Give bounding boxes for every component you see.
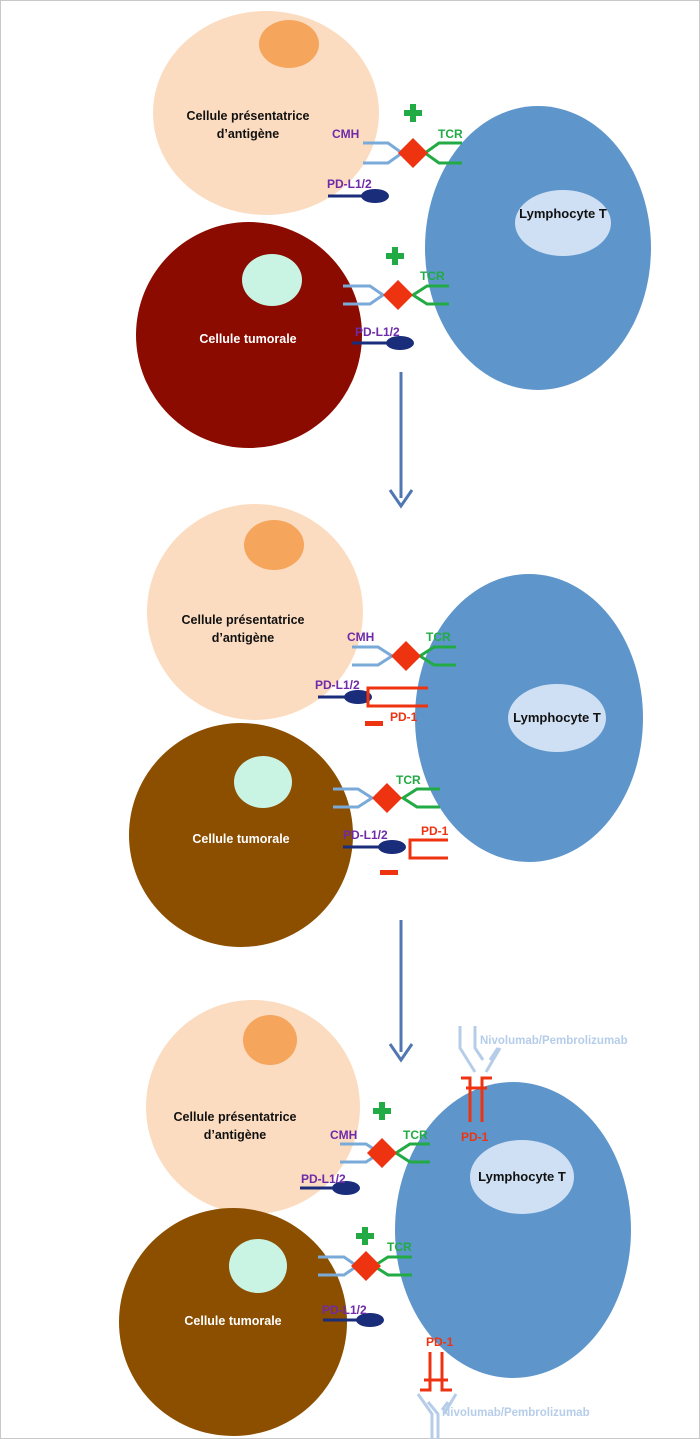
antigen-diamond — [391, 641, 421, 671]
antigen-diamond — [383, 280, 413, 310]
apc-nucleus — [244, 520, 304, 570]
t-lymphocyte-label: Lymphocyte T — [478, 1169, 566, 1184]
step-arrow-2 — [388, 920, 414, 1063]
apc-cell — [146, 1000, 360, 1214]
antibody-label: Nivolumab/Pembrolizumab — [480, 1035, 628, 1047]
tumor-label: Cellule tumorale — [199, 332, 296, 346]
synapse-tumor: TCR PD-L1/2 PD-1 — [333, 773, 449, 875]
antibody-label: Nivolumab/Pembrolizumab — [442, 1407, 590, 1419]
panel-activation: Lymphocyte T Cellule présentatrice d’ant… — [136, 11, 651, 448]
pd1-label: PD-1 — [390, 710, 418, 724]
tumor-nucleus — [242, 254, 302, 306]
pdl-label: PD-L1/2 — [322, 1303, 367, 1317]
synapse-apc: CMH TCR PD-L1/2 — [327, 104, 463, 203]
cmh-label: CMH — [347, 630, 374, 644]
plus-icon — [373, 1102, 391, 1120]
plus-icon — [404, 104, 422, 122]
tumor-cell — [119, 1208, 347, 1436]
antigen-diamond — [372, 783, 402, 813]
antibody-left-arm — [416, 1393, 440, 1439]
pd1-receptor — [420, 1364, 452, 1392]
cmh-label: CMH — [332, 127, 359, 141]
antibody-right-arm — [440, 1393, 458, 1415]
pdl-ligand-head — [356, 1313, 384, 1327]
tumor-nucleus — [234, 756, 292, 808]
synapse-apc: CMH TCR PD-L1/2 PD-1 — [315, 630, 456, 726]
antigen-diamond — [351, 1251, 381, 1281]
antibody-left-arm — [458, 1026, 485, 1073]
tumor-nucleus — [229, 1239, 287, 1293]
pd1-stalk — [468, 1098, 484, 1122]
pdl-label: PD-L1/2 — [327, 177, 372, 191]
pd1-label: PD-1 — [461, 1130, 489, 1144]
tumor-label: Cellule tumorale — [184, 1314, 281, 1328]
plus-icon — [356, 1227, 374, 1245]
apc-label-line2: d’antigène — [217, 127, 280, 141]
step-arrow-1 — [388, 372, 414, 509]
minus-icon — [380, 870, 398, 875]
apc-label-line1: Cellule présentatrice — [182, 613, 305, 627]
synapse-apc: CMH TCR PD-L1/2 — [300, 1102, 430, 1195]
tcr-receptor — [400, 787, 440, 809]
antibody-right-arm — [484, 1047, 502, 1073]
pd1-label: PD-1 — [426, 1335, 454, 1349]
pdl-label: PD-L1/2 — [315, 678, 360, 692]
panel-blockade: Lymphocyte T Cellule présentatrice d’ant… — [119, 1000, 631, 1439]
pdl-ligand-head — [378, 840, 406, 854]
minus-icon — [365, 721, 383, 726]
cmh-receptor — [352, 645, 395, 667]
synapse-tumor: TCR PD-L1/2 — [343, 247, 449, 350]
pdl-label: PD-L1/2 — [301, 1172, 346, 1186]
pd1-label: PD-1 — [421, 824, 449, 838]
tcr-label: TCR — [396, 773, 421, 787]
cmh-label: CMH — [330, 1128, 357, 1142]
tcr-label: TCR — [438, 127, 463, 141]
apc-nucleus — [243, 1015, 297, 1065]
plus-icon — [386, 247, 404, 265]
apc-label-line2: d’antigène — [204, 1128, 267, 1142]
pdl-ligand-head — [386, 336, 414, 350]
tumor-label: Cellule tumorale — [192, 832, 289, 846]
pdl-label: PD-L1/2 — [343, 828, 388, 842]
t-lymphocyte-cell — [395, 1082, 631, 1378]
antigen-diamond — [367, 1138, 397, 1168]
tcr-label: TCR — [387, 1240, 412, 1254]
t-lymphocyte-label: Lymphocyte T — [519, 206, 607, 221]
antigen-diamond — [398, 138, 428, 168]
tcr-label: TCR — [420, 269, 445, 283]
apc-cell — [147, 504, 363, 720]
synapse-tumor: TCR PD-L1/2 — [318, 1227, 412, 1327]
t-lymphocyte-label: Lymphocyte T — [513, 710, 601, 725]
apc-label-line1: Cellule présentatrice — [187, 109, 310, 123]
tumor-cell — [136, 222, 362, 448]
tcr-label: TCR — [426, 630, 451, 644]
pdl-label: PD-L1/2 — [355, 325, 400, 339]
t-lymphocyte-nucleus — [508, 684, 606, 752]
pd1-stalk — [428, 1352, 444, 1378]
pdl-ligand-head — [332, 1181, 360, 1195]
pd1-receptor — [408, 838, 448, 860]
tumor-cell — [129, 723, 353, 947]
apc-label-line2: d’antigène — [212, 631, 275, 645]
pd1-receptor — [366, 686, 428, 708]
pd1-top-blocked: PD-1 Nivolumab/Pembrolizumab — [458, 1026, 628, 1144]
tcr-label: TCR — [403, 1128, 428, 1142]
pdl-ligand-head — [344, 690, 372, 704]
t-lymphocyte-nucleus — [470, 1140, 574, 1214]
apc-cell — [153, 11, 379, 215]
apc-nucleus — [259, 20, 319, 68]
panel-inhibition: Lymphocyte T Cellule présentatrice d’ant… — [129, 504, 643, 947]
apc-label-line1: Cellule présentatrice — [174, 1110, 297, 1124]
pdl-ligand-head — [361, 189, 389, 203]
t-lymphocyte-nucleus — [515, 190, 611, 256]
pd1-bottom-blocked: PD-1 Nivolumab/Pembrolizumab — [416, 1335, 590, 1439]
